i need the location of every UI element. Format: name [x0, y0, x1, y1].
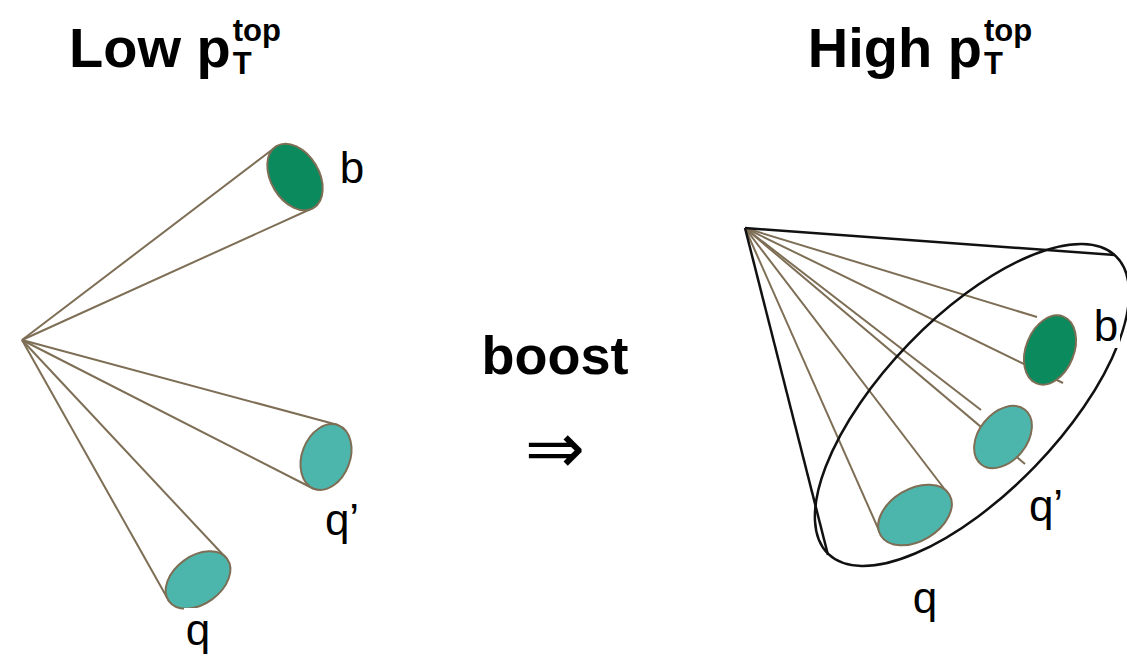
jet-label: q’ [1027, 484, 1065, 528]
heading-text: High p [808, 16, 982, 79]
jet-label: q’ [323, 498, 361, 542]
boost-label: boost [480, 328, 631, 382]
script-stack: topT [984, 15, 1032, 80]
jet-label: b [338, 146, 366, 190]
boost-label-text: boost [482, 325, 629, 385]
jet-label-text: q [913, 573, 937, 622]
jet-label: q [184, 608, 212, 652]
heading-text: Low p [69, 16, 231, 79]
jet-cone-lines [22, 146, 1063, 601]
script-stack: topT [233, 15, 281, 80]
jet-label-text: b [340, 143, 364, 192]
jet-ellipses [155, 134, 1086, 621]
jet-label: b [1092, 304, 1120, 348]
subscript: T [984, 48, 1032, 81]
jet-label-text: b [1094, 301, 1118, 350]
jet-label-text: q [186, 605, 210, 654]
superscript: top [233, 15, 281, 48]
arrow-symbol-text: ⇒ [525, 406, 585, 490]
fat-jet-cone [745, 195, 1127, 615]
subscript: T [233, 48, 281, 81]
jet-label-text: q’ [325, 495, 359, 544]
arrow-symbol: ⇒ [523, 412, 587, 484]
jet-label: q [911, 576, 939, 620]
jet-label-text: q’ [1029, 481, 1063, 530]
axis-heading: Low ptopT [67, 15, 283, 80]
axis-heading: High ptopT [806, 15, 1034, 80]
superscript: top [984, 15, 1032, 48]
